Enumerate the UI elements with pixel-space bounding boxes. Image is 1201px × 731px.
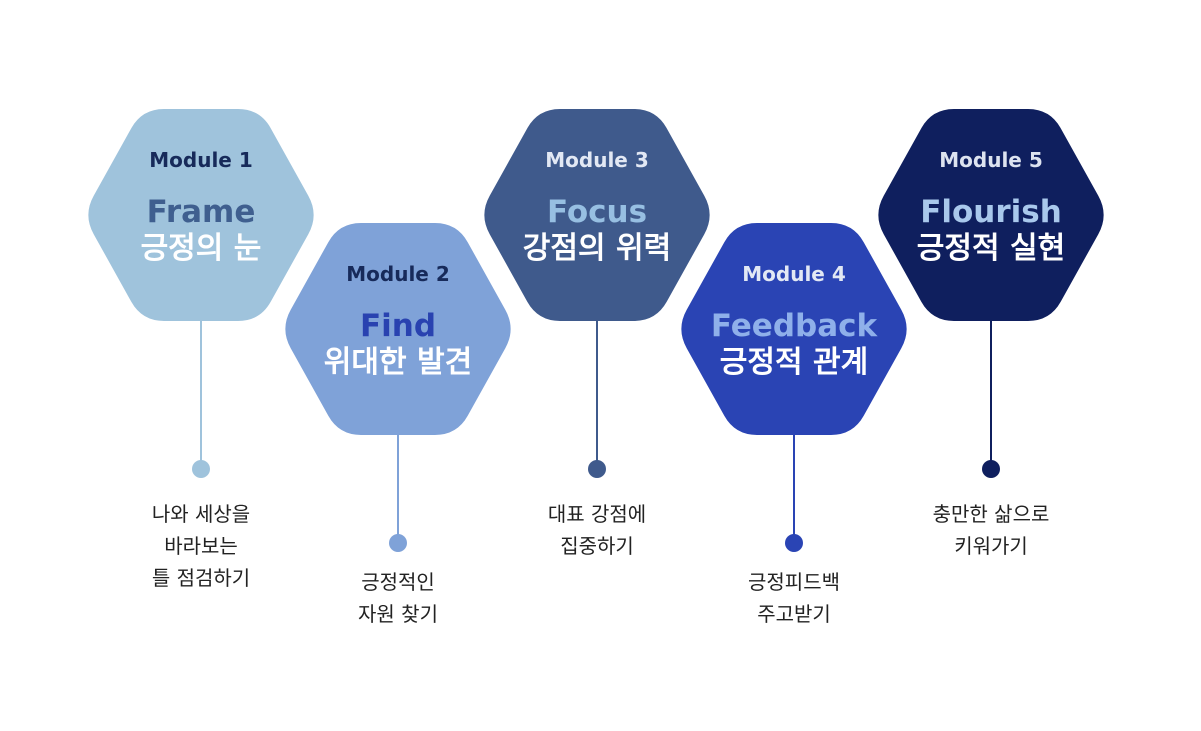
module-4-dot bbox=[785, 534, 803, 552]
module-4-hexagon bbox=[681, 223, 907, 435]
module-3-label: Module 3 bbox=[545, 148, 649, 172]
module-3-dot bbox=[588, 460, 606, 478]
module-1-title-en: Frame bbox=[146, 194, 256, 230]
module-5-description-line-2: 키워가기 bbox=[954, 534, 1028, 558]
module-1-dot bbox=[192, 460, 210, 478]
module-4-description-line-2: 주고받기 bbox=[757, 602, 831, 626]
module-3-description-line-2: 집중하기 bbox=[560, 534, 634, 558]
module-5-dot bbox=[982, 460, 1000, 478]
module-5-label: Module 5 bbox=[939, 148, 1043, 172]
module-5-title-en: Flourish bbox=[920, 194, 1062, 230]
module-2-title-en: Find bbox=[359, 308, 437, 344]
module-5-title-ko: 긍정적 실현 bbox=[916, 231, 1066, 266]
module-2-dot bbox=[389, 534, 407, 552]
module-2-description-line-1: 긍정적인 bbox=[361, 570, 435, 594]
module-2-description-line-2: 자원 찾기 bbox=[358, 602, 438, 626]
module-5-description-line-1: 충만한 삶으로 bbox=[932, 502, 1050, 526]
module-3-title-ko: 강점의 위력 bbox=[522, 231, 672, 266]
module-2-hexagon bbox=[285, 223, 511, 435]
module-1-description-line-1: 나와 세상을 bbox=[151, 502, 251, 526]
module-1-label: Module 1 bbox=[149, 148, 253, 172]
module-4-description-line-1: 긍정피드백 bbox=[748, 570, 840, 594]
module-5-hexagon bbox=[878, 109, 1104, 321]
module-3-hexagon bbox=[484, 109, 710, 321]
module-1-title-ko: 긍정의 눈 bbox=[140, 231, 262, 266]
module-4-label: Module 4 bbox=[742, 262, 846, 286]
module-2-label: Module 2 bbox=[346, 262, 450, 286]
module-3-title-en: Focus bbox=[546, 194, 648, 230]
module-1-description-line-2: 바라보는 bbox=[164, 534, 238, 558]
module-4-title-ko: 긍정적 관계 bbox=[719, 345, 869, 380]
module-4-title-en: Feedback bbox=[710, 308, 878, 344]
module-1-description-line-3: 틀 점검하기 bbox=[151, 566, 251, 590]
module-2-title-ko: 위대한 발견 bbox=[323, 345, 473, 380]
module-3-description-line-1: 대표 강점에 bbox=[547, 502, 647, 526]
module-1-hexagon bbox=[88, 109, 314, 321]
